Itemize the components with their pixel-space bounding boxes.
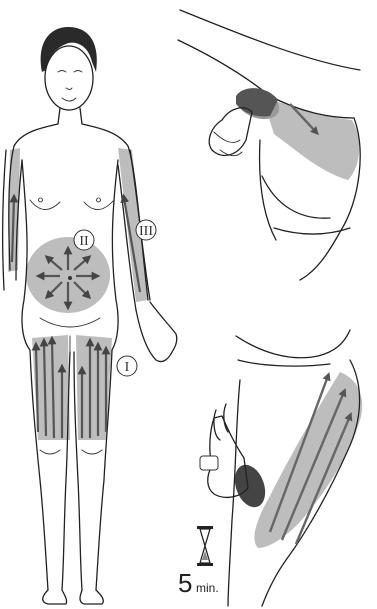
timer-indicator: 5 min.: [178, 526, 219, 598]
hip-outline: [236, 330, 350, 366]
svg-text:II: II: [79, 234, 89, 249]
zone-label-legs: I: [117, 356, 137, 376]
navel: [68, 276, 72, 280]
timer-value: 5: [178, 568, 192, 598]
svg-text:I: I: [125, 360, 130, 375]
knees: [40, 450, 102, 454]
right-hand: [136, 302, 177, 362]
arm-massage-illustration: [178, 10, 360, 280]
head: [45, 46, 93, 110]
zone-label-arm: III: [136, 220, 156, 240]
body-figure: II III I: [3, 27, 177, 604]
timer-unit: min.: [196, 581, 219, 595]
thigh-shading: [254, 372, 362, 548]
svg-text:III: III: [139, 224, 153, 239]
chest-lines: [30, 198, 114, 210]
hourglass-icon: [197, 526, 213, 566]
face-features: [58, 71, 82, 102]
feet: [43, 590, 104, 604]
bra-line: [262, 176, 350, 234]
thigh-massage-illustration: [200, 330, 362, 606]
hair: [41, 27, 97, 72]
zone-label-abdomen: II: [74, 230, 94, 250]
